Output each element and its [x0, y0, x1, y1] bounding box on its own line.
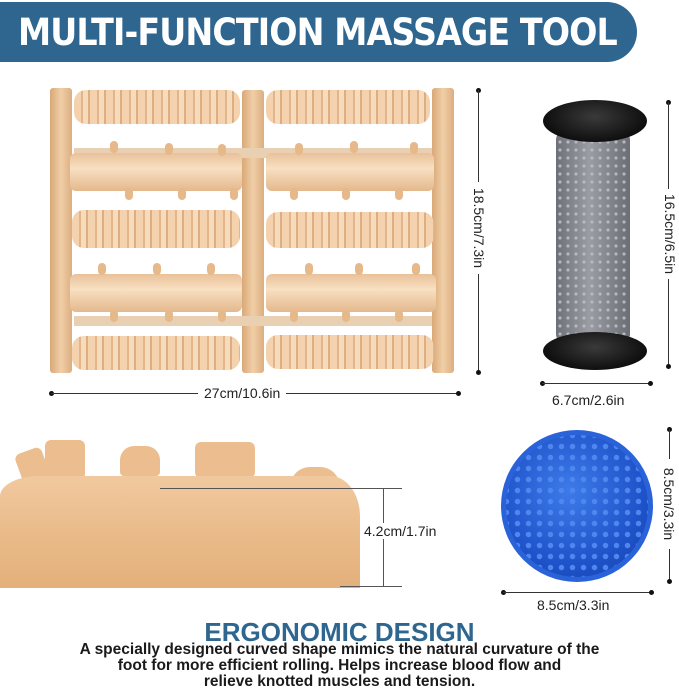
roller-end-cap-top	[543, 100, 647, 142]
spiked-roller	[70, 274, 242, 312]
roller-end-cap-bottom	[543, 332, 647, 370]
description-line: A specially designed curved shape mimics…	[79, 641, 600, 658]
spiky-massage-ball-image	[501, 430, 653, 582]
foot-roller-width-label: 6.7cm/2.6in	[552, 392, 625, 408]
side-bottom-guide	[340, 586, 402, 587]
frame-post-right	[432, 88, 454, 373]
spiked-roller	[266, 274, 436, 312]
header-banner: MULTI-FUNCTION MASSAGE TOOL	[0, 2, 637, 62]
wood-roller-width-label: 27cm/10.6in	[198, 385, 287, 401]
wood-roller-side-view-image	[0, 432, 370, 592]
width-dimension-line	[503, 592, 651, 593]
ridged-roller	[266, 90, 430, 124]
header-title: MULTI-FUNCTION MASSAGE TOOL	[18, 10, 618, 54]
feature-title: ERGONOMIC DESIGN	[204, 617, 475, 647]
frame-post-middle	[242, 90, 264, 373]
ridged-roller	[266, 335, 434, 369]
dimension-endpoint	[476, 370, 481, 375]
description-line: foot for more efficient rolling. Helps i…	[117, 657, 562, 674]
rail	[74, 316, 432, 326]
textured-grey-sleeve	[556, 130, 630, 344]
ridged-roller	[266, 212, 434, 248]
spiked-roller	[266, 153, 434, 191]
rail	[74, 148, 432, 158]
foot-roller-height-label: 16.5cm/6.5in	[662, 189, 678, 279]
wood-roller-height-label: 18.5cm/7.3in	[471, 182, 487, 274]
ball-height-label: 8.5cm/3.3in	[661, 459, 677, 549]
ridged-roller	[72, 336, 240, 370]
side-top-guide	[160, 488, 402, 489]
spiked-roller	[70, 153, 242, 191]
ridged-roller	[72, 210, 240, 248]
description-line: relieve knotted muscles and tension.	[203, 673, 476, 690]
feature-description: A specially designed curved shape mimics…	[0, 642, 679, 690]
width-dimension-line	[542, 383, 650, 384]
foot-roller-image	[540, 100, 650, 370]
side-block	[0, 476, 360, 588]
ball-width-label: 8.5cm/3.3in	[537, 597, 610, 613]
dimension-endpoint	[456, 391, 461, 396]
ridged-roller	[74, 90, 240, 124]
side-height-label: 4.2cm/1.7in	[364, 523, 437, 539]
frame-post-left	[50, 88, 72, 373]
wood-foot-roller-image	[50, 88, 460, 373]
